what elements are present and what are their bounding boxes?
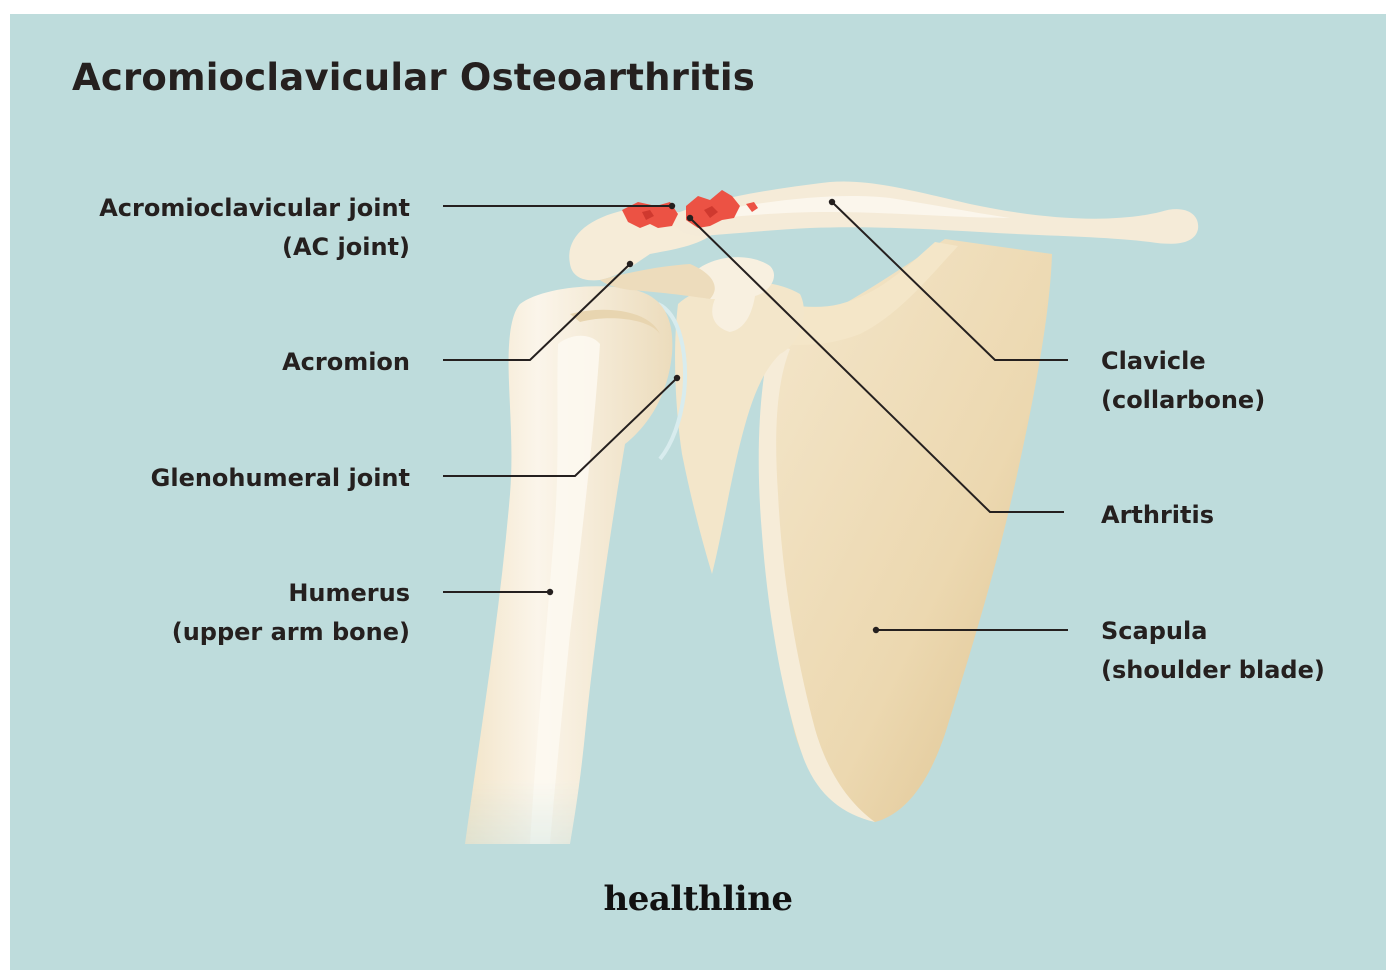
label-humerus-line-2: (upper arm bone) (172, 613, 410, 652)
label-arthritis-line-1: Arthritis (1101, 496, 1214, 535)
label-scapula-line-2: (shoulder blade) (1101, 651, 1325, 690)
diagram-panel: Acromioclavicular Osteoarthritis (10, 14, 1386, 970)
label-scapula-line-1: Scapula (1101, 612, 1325, 651)
label-clavicle-line-1: Clavicle (1101, 342, 1265, 381)
label-glenohumeral: Glenohumeral joint (151, 459, 410, 498)
label-scapula: Scapula (shoulder blade) (1101, 612, 1325, 690)
label-ac-joint-line-1: Acromioclavicular joint (99, 189, 410, 228)
brand-logo: healthline (10, 879, 1386, 919)
label-clavicle-line-2: (collarbone) (1101, 381, 1265, 420)
label-humerus: Humerus (upper arm bone) (172, 574, 410, 652)
label-humerus-line-1: Humerus (172, 574, 410, 613)
label-acromion-line-1: Acromion (282, 343, 410, 382)
label-acromion: Acromion (282, 343, 410, 382)
label-ac-joint-line-2: (AC joint) (99, 228, 410, 267)
label-ac-joint: Acromioclavicular joint (AC joint) (99, 189, 410, 267)
label-glenohumeral-line-1: Glenohumeral joint (151, 459, 410, 498)
label-clavicle: Clavicle (collarbone) (1101, 342, 1265, 420)
label-arthritis: Arthritis (1101, 496, 1214, 535)
